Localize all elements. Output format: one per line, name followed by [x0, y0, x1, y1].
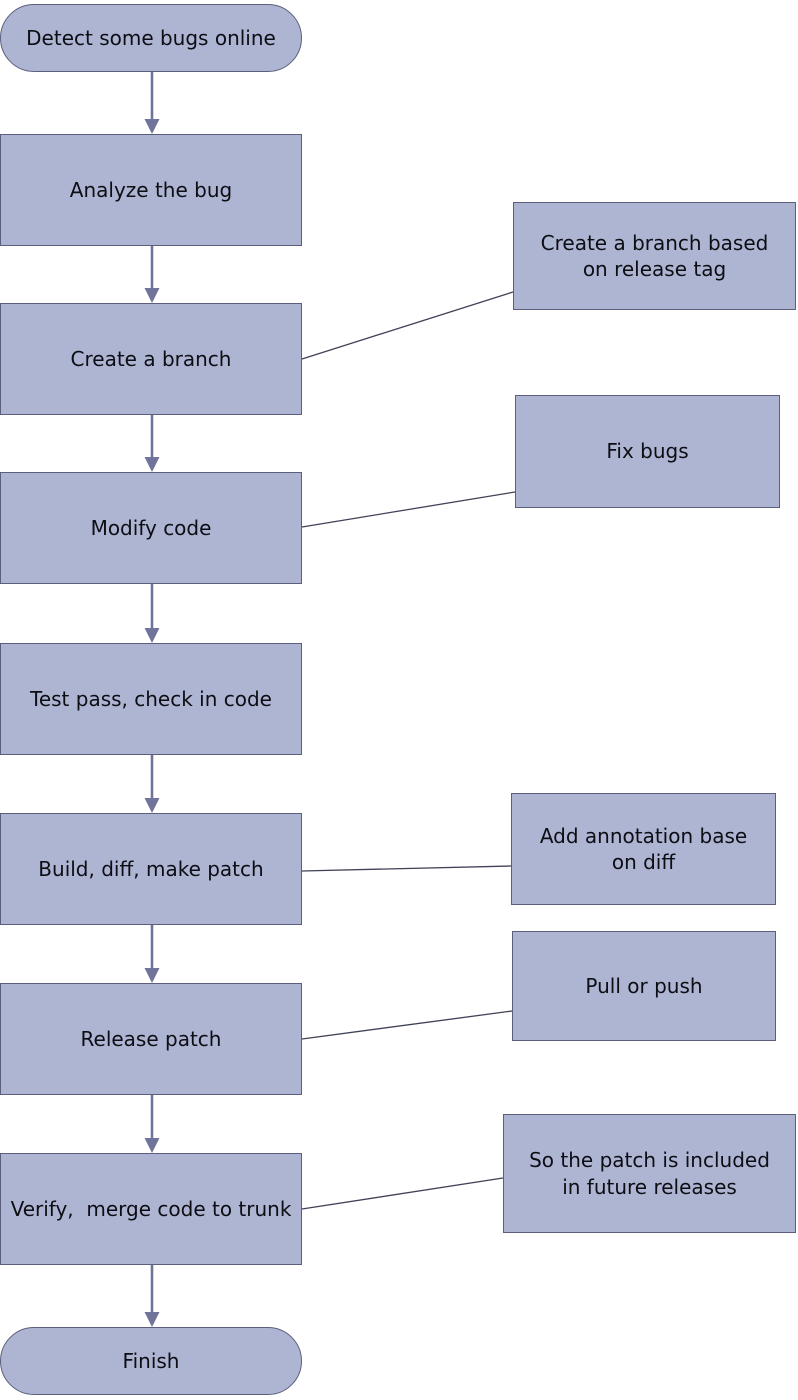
annotation-node-label: Add annotation base on diff	[539, 823, 748, 874]
annotation-node-label: Pull or push	[585, 973, 703, 998]
annotation-node-note-include[interactable]: So the patch is included in future relea…	[503, 1114, 796, 1233]
connector-build-note	[301, 865, 512, 872]
arrow-head	[144, 628, 160, 643]
flow-node-finish[interactable]: Finish	[0, 1327, 302, 1395]
flow-node-build[interactable]: Build, diff, make patch	[0, 813, 302, 925]
flow-node-label: Test pass, check in code	[30, 686, 272, 711]
flow-node-label: Modify code	[90, 515, 212, 540]
flow-node-label: Verify, merge code to trunk	[10, 1196, 292, 1221]
flow-node-verify[interactable]: Verify, merge code to trunk	[0, 1153, 302, 1265]
arrow-head	[144, 119, 160, 134]
annotation-node-label: Create a branch based on release tag	[540, 230, 769, 281]
arrow-head	[144, 798, 160, 813]
arrow-release-verify	[144, 1095, 160, 1153]
arrow-test-build	[144, 755, 160, 813]
arrow-head	[144, 1138, 160, 1153]
annotation-node-note-fix[interactable]: Fix bugs	[515, 395, 780, 508]
flow-node-release[interactable]: Release patch	[0, 983, 302, 1095]
flow-node-label: Analyze the bug	[69, 177, 233, 202]
annotation-node-note-diff[interactable]: Add annotation base on diff	[511, 793, 776, 905]
connector-modify-note	[301, 491, 516, 528]
connector-verify-note	[301, 1177, 504, 1210]
connector-release-note	[301, 1010, 513, 1040]
arrow-build-release	[144, 925, 160, 983]
annotation-node-label: So the patch is included in future relea…	[529, 1148, 770, 1199]
arrow-verify-finish	[144, 1265, 160, 1327]
flow-node-label: Create a branch	[70, 346, 232, 371]
flow-node-label: Release patch	[80, 1026, 222, 1051]
arrow-head	[144, 968, 160, 983]
annotation-node-label: Fix bugs	[606, 439, 689, 464]
annotation-node-note-push[interactable]: Pull or push	[512, 931, 776, 1041]
arrow-head	[144, 1312, 160, 1327]
arrow-head	[144, 457, 160, 472]
flow-node-test[interactable]: Test pass, check in code	[0, 643, 302, 755]
arrow-analyze-branch	[144, 246, 160, 303]
flow-node-modify[interactable]: Modify code	[0, 472, 302, 584]
arrow-head	[144, 288, 160, 303]
connector-branch-note	[301, 291, 514, 360]
arrow-start-analyze	[144, 72, 160, 134]
flow-node-start[interactable]: Detect some bugs online	[0, 4, 302, 72]
annotation-node-note-branch[interactable]: Create a branch based on release tag	[513, 202, 796, 310]
flow-node-label: Detect some bugs online	[26, 25, 276, 50]
flow-node-label: Finish	[122, 1348, 180, 1373]
flow-node-analyze[interactable]: Analyze the bug	[0, 134, 302, 246]
flow-node-label: Build, diff, make patch	[38, 856, 264, 881]
flow-node-branch[interactable]: Create a branch	[0, 303, 302, 415]
arrow-modify-test	[144, 584, 160, 643]
connectors-layer	[301, 291, 516, 1210]
arrow-branch-modify	[144, 415, 160, 472]
